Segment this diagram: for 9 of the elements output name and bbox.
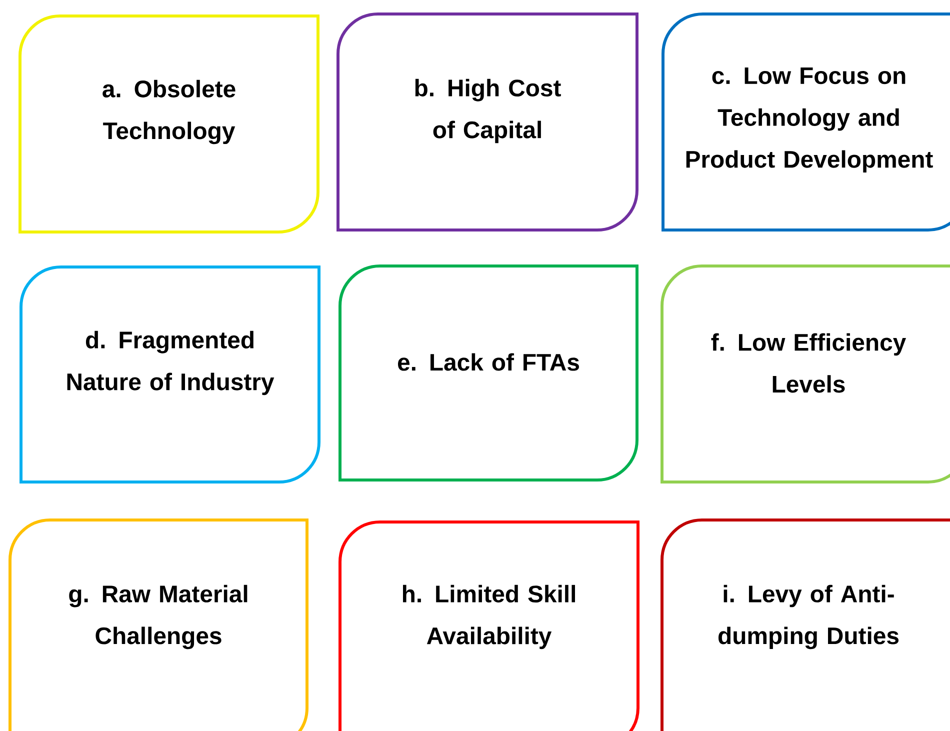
- text-box: a. Obsolete Technology: [18, 14, 320, 234]
- text-box: d. Fragmented Nature of Industry: [20, 266, 320, 484]
- text-box: g. Raw Material Challenges: [8, 518, 308, 731]
- text-box: e. Lack of FTAs: [338, 264, 638, 482]
- text-box: c. Low Focus on Technology and Product Development: [662, 12, 950, 232]
- text-box: f. Low Efficiency Levels: [660, 264, 950, 484]
- text-box: h. Limited Skill Availability: [338, 520, 640, 731]
- text-box: i. Levy of Anti-dumping Duties: [660, 518, 950, 731]
- text-box: b. High Cost of Capital: [336, 12, 638, 232]
